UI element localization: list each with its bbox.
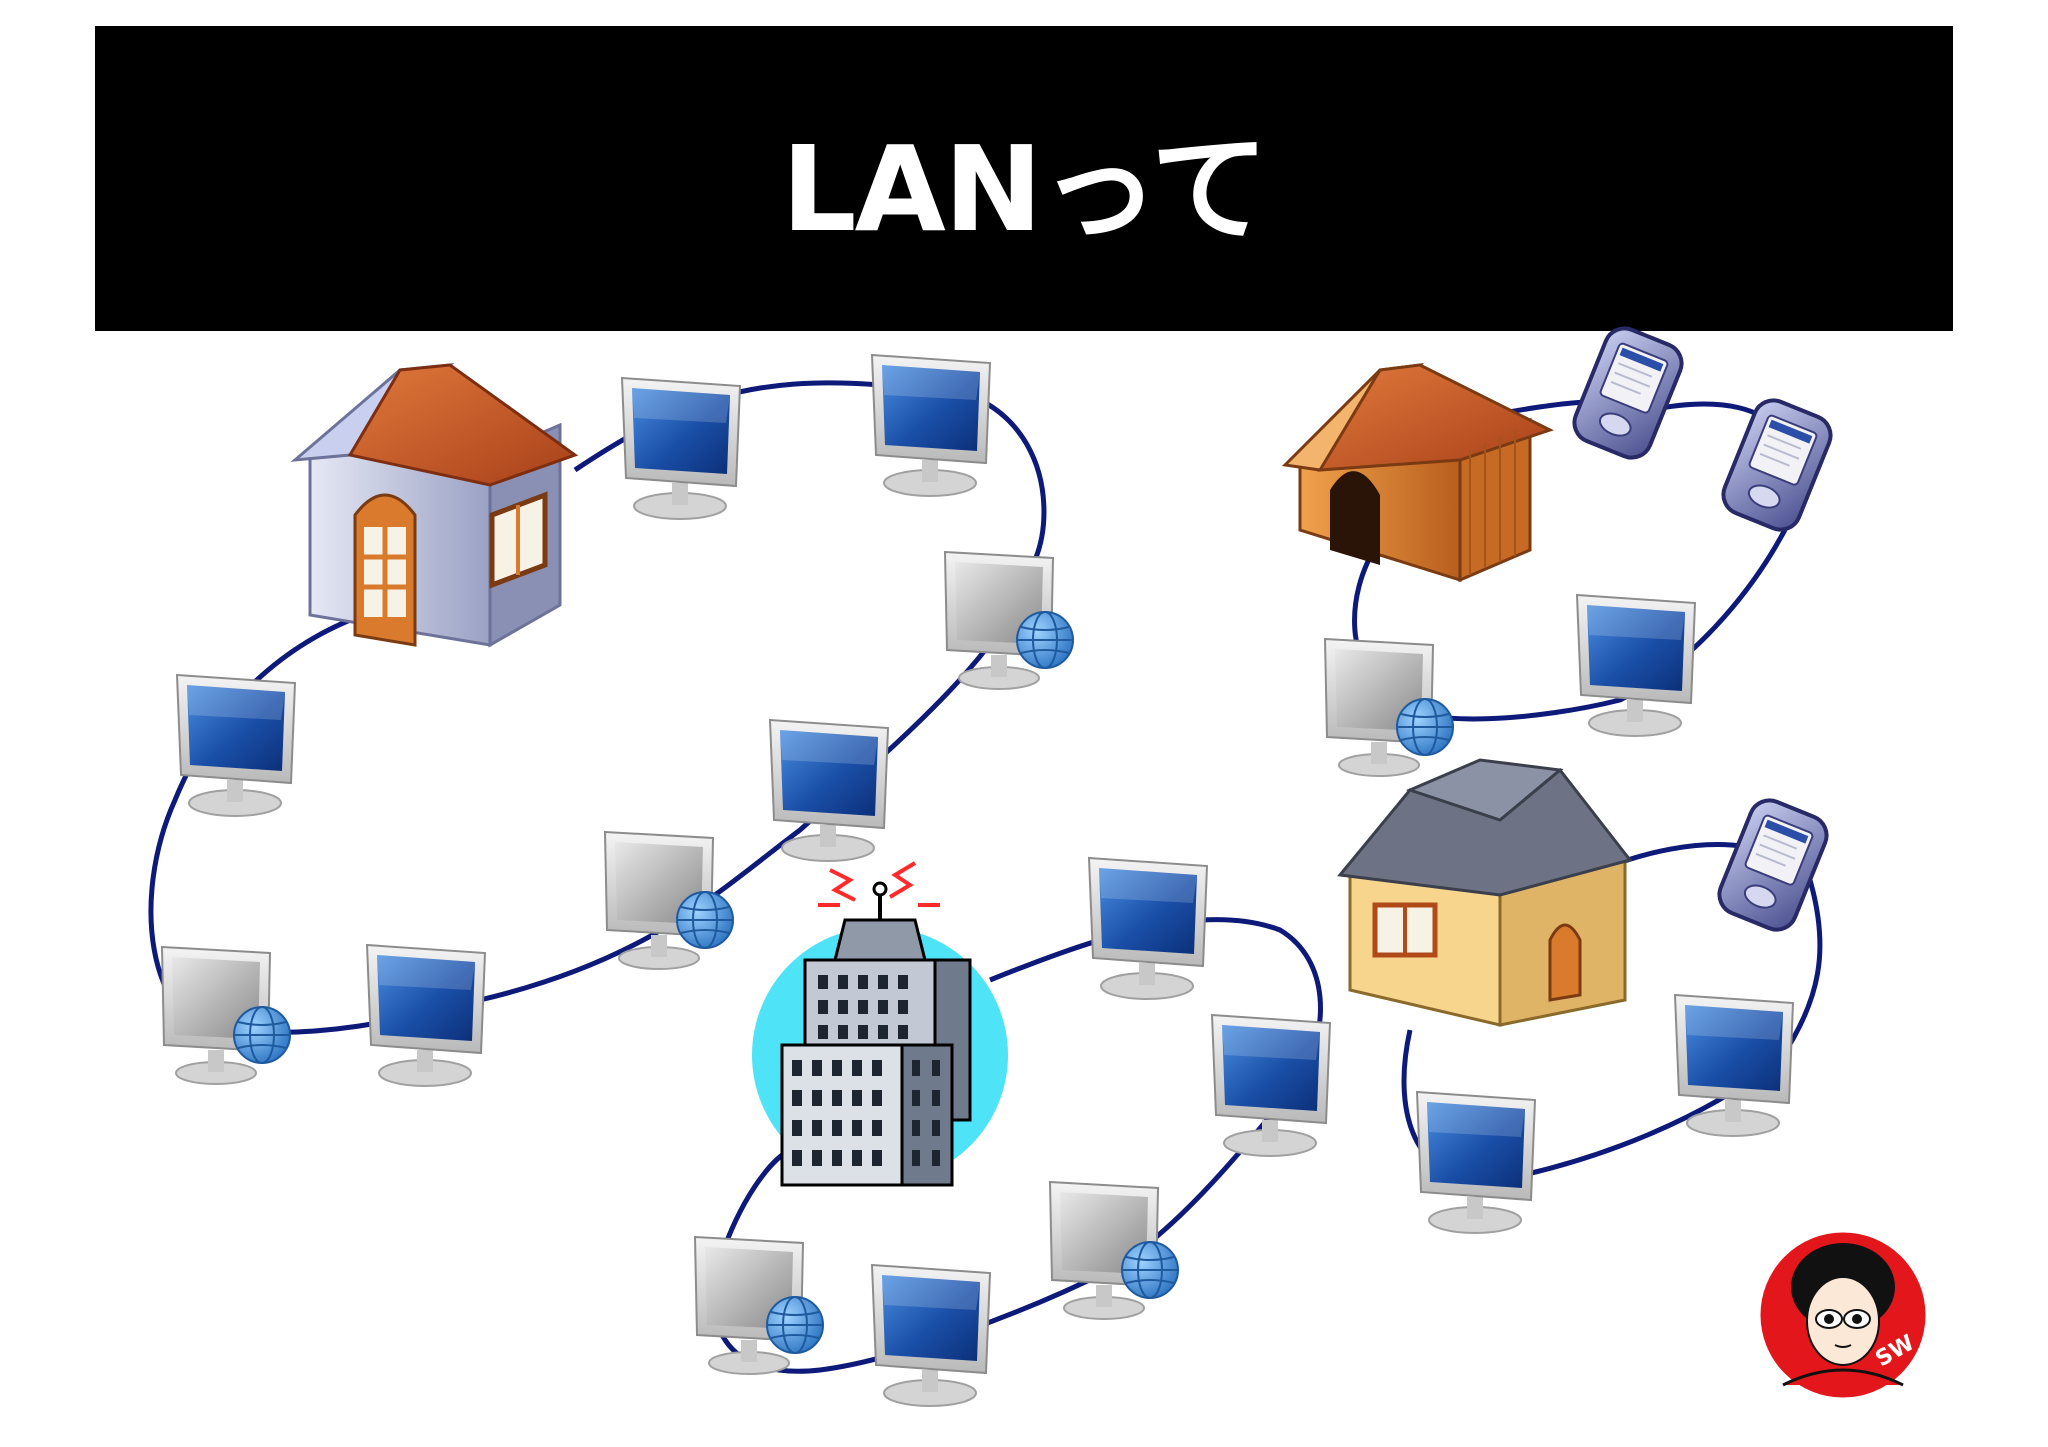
monitor-icon: [621, 377, 741, 520]
network-monitor-icon: [1049, 1181, 1179, 1320]
office-building-icon: [752, 861, 1008, 1187]
network-monitor-icon: [1324, 638, 1454, 777]
monitor-icon: [871, 1264, 991, 1407]
monitor-icon: [1416, 1091, 1536, 1234]
phone-icon: [1715, 392, 1839, 538]
network-monitor-icon: [161, 946, 291, 1085]
phone-icon: [1711, 792, 1835, 938]
house-icon: [290, 363, 579, 648]
monitor-icon: [1088, 857, 1208, 1000]
monitor-icon: [366, 944, 486, 1087]
phone-icon: [1566, 320, 1690, 466]
network-monitor-icon: [694, 1236, 824, 1375]
monitor-icon: [1576, 594, 1696, 737]
monitor-icon: [176, 674, 296, 817]
page-title: LANって: [781, 120, 1268, 258]
home-icon: [1337, 758, 1633, 1027]
title-bar: LANって: [95, 26, 1953, 331]
network-monitor-icon: [944, 551, 1074, 690]
avatar: SW: [1757, 1229, 1929, 1401]
monitor-icon: [1211, 1014, 1331, 1157]
doghouse-icon: [1281, 362, 1554, 583]
monitor-icon: [871, 354, 991, 497]
